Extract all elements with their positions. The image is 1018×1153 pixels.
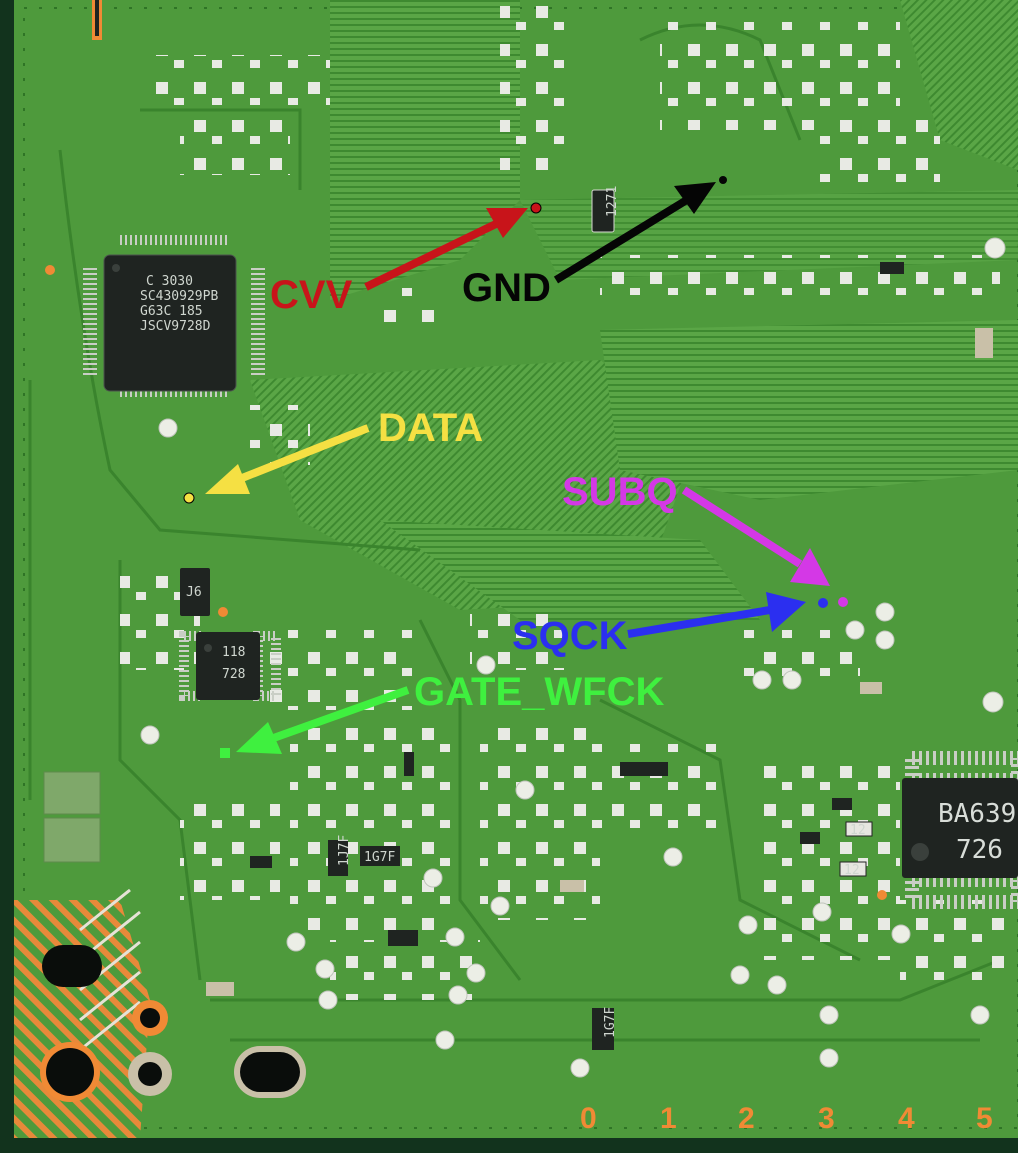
svg-text:4: 4	[898, 1102, 915, 1135]
label-sqck: SQCK	[512, 614, 628, 658]
svg-text:1J7F: 1J7F	[337, 835, 352, 866]
svg-text:1271: 1271	[605, 186, 620, 217]
svg-text:BA639: BA639	[938, 799, 1016, 829]
subq-test-point	[838, 597, 848, 607]
svg-text:726 1: 726 1	[956, 835, 1018, 865]
label-gate-wfck: GATE_WFCK	[414, 670, 665, 714]
sqck-arrow	[627, 606, 771, 638]
data-arrow	[230, 424, 370, 486]
cvv-test-point	[530, 202, 542, 214]
scale-digits: 0 1 2 3 4 5	[580, 1102, 993, 1135]
gate-wfck-test-point	[220, 748, 230, 758]
subq-arrow	[681, 486, 803, 568]
svg-text:12: 12	[844, 863, 860, 878]
annotation-arrows	[183, 176, 848, 758]
label-gnd: GND	[462, 266, 551, 310]
label-subq: SUBQ	[562, 470, 678, 514]
cvv-arrow	[364, 218, 502, 291]
svg-text:1G7F: 1G7F	[364, 850, 395, 865]
soic-chip-u3	[902, 751, 1018, 909]
svg-text:1G7F: 1G7F	[603, 1007, 618, 1038]
svg-text:JSCV9728D: JSCV9728D	[140, 319, 211, 334]
svg-text:2: 2	[738, 1102, 755, 1135]
svg-text:0: 0	[580, 1102, 597, 1135]
svg-text:1: 1	[660, 1102, 677, 1135]
soic-chip-u2	[179, 631, 281, 701]
svg-text:728: 728	[222, 667, 245, 682]
data-test-point	[183, 492, 195, 504]
gate-wfck-arrow	[266, 686, 410, 744]
svg-text:3: 3	[818, 1102, 835, 1135]
sqck-test-point	[818, 598, 828, 608]
gnd-arrow	[553, 194, 693, 284]
qfp-chip	[83, 235, 265, 397]
svg-text:G63C 185: G63C 185	[140, 304, 203, 319]
svg-text:J6: J6	[186, 585, 202, 600]
gnd-test-point	[719, 176, 727, 184]
svg-text:5: 5	[976, 1102, 993, 1135]
svg-text:C 3030: C 3030	[146, 274, 193, 289]
label-data: DATA	[378, 406, 484, 450]
svg-text:SC430929PB: SC430929PB	[140, 289, 218, 304]
svg-text:12: 12	[850, 823, 866, 838]
svg-text:118: 118	[222, 645, 245, 660]
label-cvv: CVV	[270, 273, 353, 317]
